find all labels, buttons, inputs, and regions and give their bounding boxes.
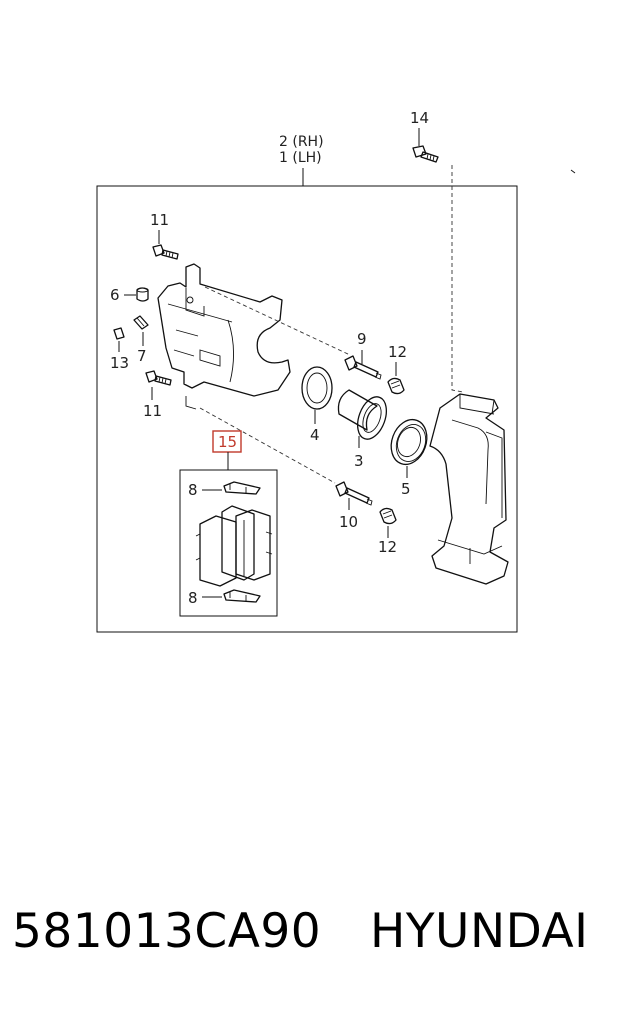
callout-12-bottom: 12 [378,538,397,556]
brand-name: HYUNDAI [370,904,589,959]
bolt-14-icon [412,145,439,163]
assembly-frame [96,185,518,633]
caliper-housing-icon [157,263,291,410]
dust-boot-5-icon [390,418,428,466]
callout-5: 5 [401,480,411,498]
callout-7: 7 [137,347,147,365]
callout-11-bottom: 11 [143,402,162,420]
callout-12-top: 12 [388,343,407,361]
callout-15: 15 [218,433,237,451]
carrier-bracket-icon [429,393,509,585]
callout-8-top: 8 [188,481,198,499]
callout-11-top: 11 [150,211,169,229]
boot-12-bottom-icon [379,507,397,525]
bleeder-cap-13-icon [113,327,125,340]
callout-3: 3 [354,452,364,470]
callout-6: 6 [110,286,120,304]
callout-10: 10 [339,513,358,531]
seal-4-icon [301,366,333,410]
brake-pads-icon [195,505,273,587]
cap-6-icon [136,287,149,302]
callout-14: 14 [410,109,429,127]
product-footer: 581013CA90 HYUNDAI [0,904,620,974]
piston-3-icon [337,389,387,440]
assembly-label-lh: 1 (LH) [279,150,322,166]
guide-pin-10-icon [335,481,373,506]
pad-clip-8-top-icon [223,481,261,495]
callout-13: 13 [110,354,129,372]
pad-clip-8-bottom-icon [223,589,261,603]
bleeder-screw-7-icon [133,315,149,330]
callout-8-bottom: 8 [188,589,198,607]
callout-15-box [212,430,242,453]
bolt-11-bottom-icon [145,370,172,386]
callout-4: 4 [310,426,320,444]
boot-12-top-icon [387,377,405,395]
assembly-label-rh: 2 (RH) [279,134,324,150]
bolt-11-top-icon [152,244,179,260]
callout-9: 9 [357,330,367,348]
guide-pin-9-icon [344,355,382,380]
part-number: 581013CA90 [12,904,322,959]
pad-kit-frame [179,469,278,617]
